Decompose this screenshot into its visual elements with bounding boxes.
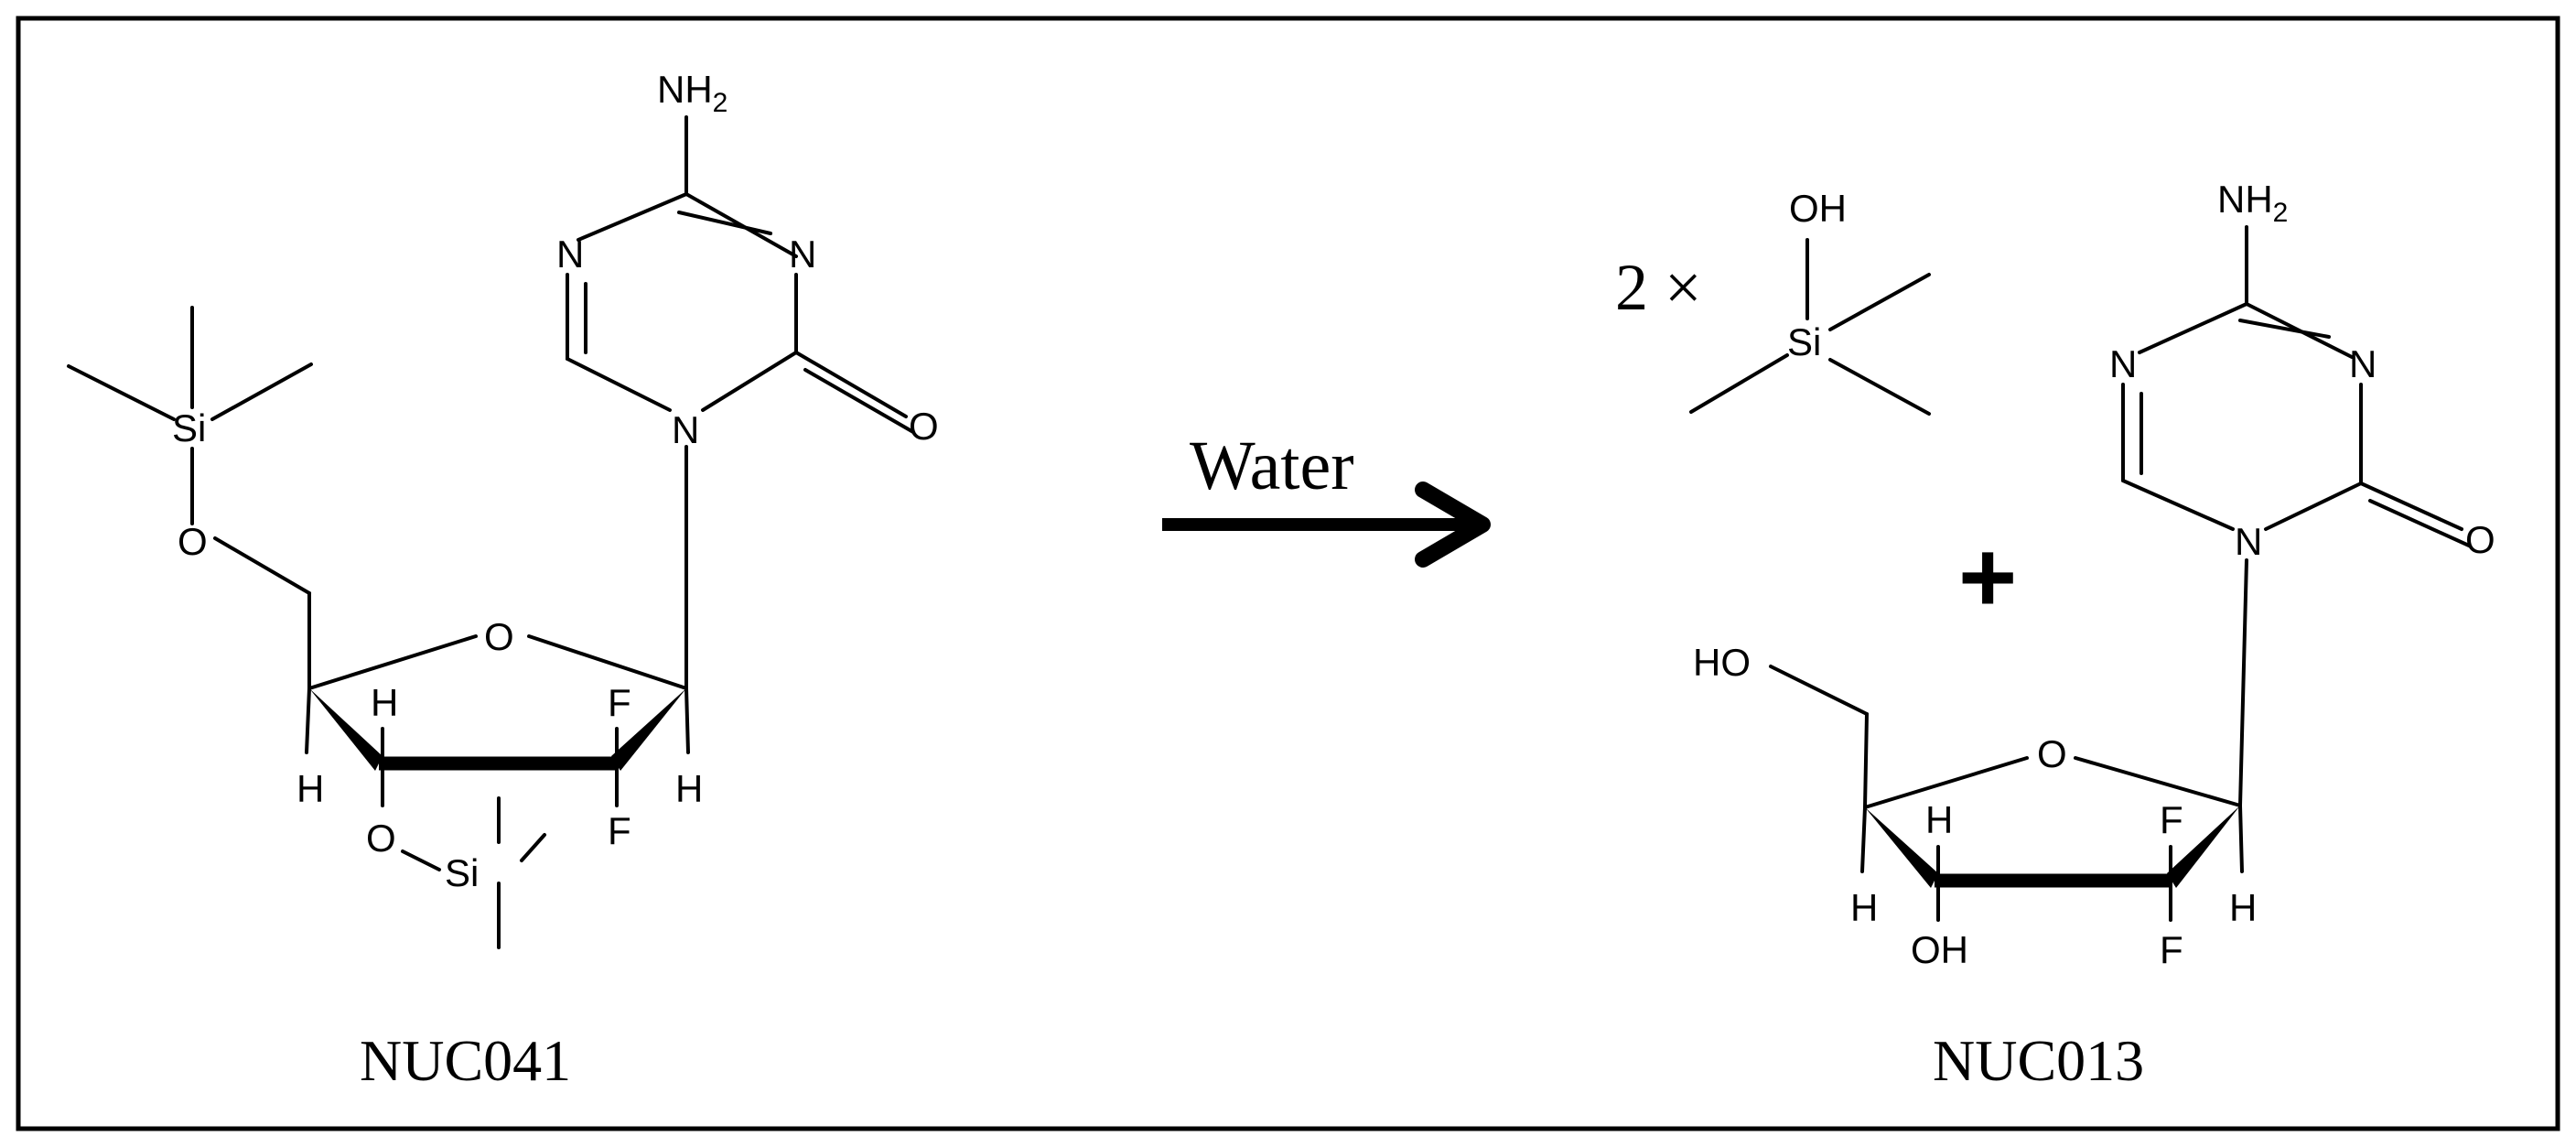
fluorine-up: F (608, 681, 631, 724)
silicon-lower: Si (445, 851, 479, 894)
hydrogen-c3: H (371, 681, 398, 724)
oxygen-3prime: O (366, 817, 396, 860)
byproduct-molecule: OH Si (1689, 187, 1931, 416)
plus-sign: + (1958, 521, 2017, 633)
amino-group: NH2 (2217, 178, 2288, 228)
hydroxyl-group: OH (1789, 187, 1847, 230)
ring-nitrogen-right: N (789, 233, 816, 276)
carbonyl-oxygen: O (2465, 518, 2495, 561)
hydroxymethyl-group: HO (1693, 641, 1751, 684)
fluorine-up: F (2160, 798, 2183, 841)
ring-nitrogen-left: N (556, 233, 584, 276)
oxygen-5prime: O (178, 520, 208, 563)
fluorine-down: F (608, 809, 631, 852)
ring-nitrogen-right: N (2349, 342, 2377, 385)
carbonyl-oxygen: O (909, 405, 939, 448)
reaction-arrow (1162, 482, 1491, 568)
scheme-frame (16, 16, 2560, 1131)
reaction-condition: Water (1190, 427, 1354, 504)
product-name: NUC013 (1933, 1028, 2144, 1093)
reactant-name: NUC041 (360, 1028, 571, 1093)
furanose-oxygen: O (484, 615, 514, 658)
product-molecule (1769, 225, 2471, 922)
reactant-atom-labels: NH2 N N N O O O Si O Si F F H H H (172, 68, 939, 894)
hydrogen-c1: H (2229, 886, 2257, 929)
fluorine-down: F (2160, 928, 2183, 971)
hydrogen-c1: H (675, 767, 703, 810)
amino-group: NH2 (657, 68, 728, 118)
silicon-upper: Si (172, 406, 206, 449)
reactant-molecule (67, 115, 915, 949)
furanose-oxygen: O (2037, 732, 2067, 775)
silicon-atom: Si (1787, 320, 1821, 363)
hydrogen-c3: H (1925, 798, 1953, 841)
ring-nitrogen-n1: N (672, 408, 699, 451)
ring-nitrogen-n1: N (2235, 520, 2262, 563)
hydrogen-c4: H (296, 767, 324, 810)
ring-nitrogen-left: N (2109, 342, 2137, 385)
stoichiometric-multiplier: 2 × (1615, 251, 1702, 324)
hydroxyl-3prime: OH (1911, 928, 1968, 971)
product-atom-labels: NH2 N N N O O HO OH F F H H H (1693, 178, 2495, 971)
hydrogen-c4: H (1850, 886, 1878, 929)
